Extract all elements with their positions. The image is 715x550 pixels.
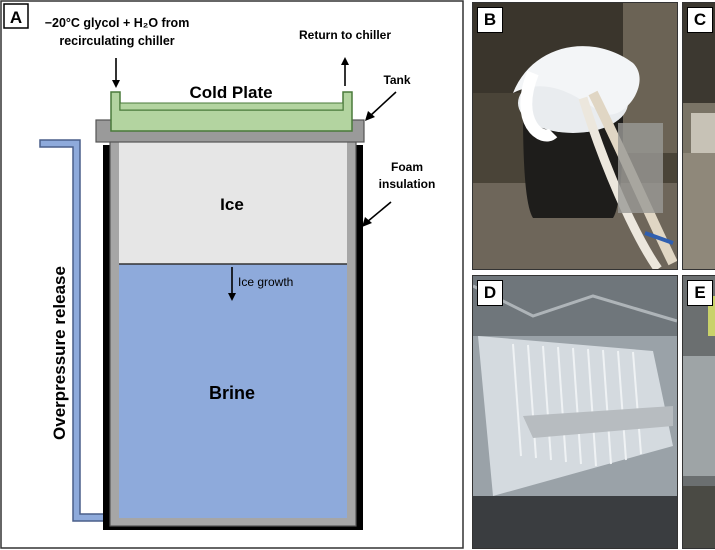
ice-slab-photo [473, 276, 677, 548]
brine-label: Brine [209, 383, 255, 403]
brine-layer [119, 264, 347, 518]
panel-letter-a: A [10, 8, 22, 27]
panel-letter-a-box [3, 3, 29, 29]
photo-panel-e: E [682, 275, 715, 549]
inlet-arrowhead [112, 80, 120, 88]
ice-growth-arrowhead [228, 293, 236, 301]
foam-label-line1: Foam [391, 160, 423, 174]
inlet-label-line1: −20°C glycol + H₂O from [45, 16, 190, 30]
cold-plate [110, 91, 353, 132]
panel-letter-d: D [477, 280, 503, 306]
ice-layer [119, 142, 347, 264]
panel-letter-c: C [687, 7, 713, 33]
panel-a-frame [0, 0, 464, 549]
tank-pointer-arrowhead [365, 111, 375, 121]
tank-label: Tank [383, 73, 410, 87]
foam-pointer-arrow [366, 201, 392, 223]
foam-label-line2: insulation [379, 177, 436, 191]
photo-panel-c: C [682, 2, 715, 270]
panel-letter-b: B [477, 7, 503, 33]
bucket-photo [473, 3, 677, 269]
inlet-label-line2: recirculating chiller [59, 34, 174, 48]
ice-growth-label: Ice growth [238, 275, 293, 289]
photo-panel-d: D [472, 275, 678, 549]
foam-pointer-arrowhead [362, 217, 372, 227]
cropped-photo-c [683, 3, 715, 269]
tank-pointer-arrow [369, 91, 397, 117]
overpressure-label: Overpressure release [50, 266, 69, 440]
return-arrowhead [341, 57, 349, 65]
cropped-photo-e [683, 276, 715, 548]
panel-letter-e: E [687, 280, 713, 306]
cold-plate-label: Cold Plate [189, 83, 272, 102]
photo-panel-b: B [472, 2, 678, 270]
cold-plate-top-bar [119, 102, 344, 111]
schematic-diagram: A −20°C glycol + H₂O from recirculating … [0, 0, 464, 549]
ice-label: Ice [220, 195, 244, 214]
return-label: Return to chiller [299, 28, 391, 42]
